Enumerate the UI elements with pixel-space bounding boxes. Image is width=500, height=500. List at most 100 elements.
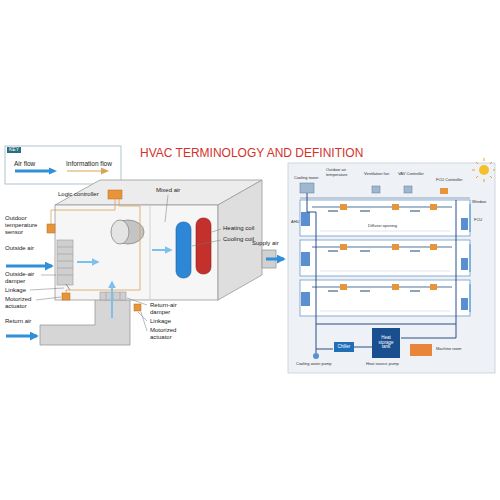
heating-coil [196, 218, 211, 274]
legend-sample [14, 167, 58, 175]
leader-line [192, 240, 221, 246]
diagram-label: Cooling water pump [296, 362, 332, 367]
air-handling-unit [6, 180, 284, 345]
key-box [5, 146, 121, 184]
storage-tank-box: Heat storage tank [372, 328, 400, 358]
diagram-title: HVAC TERMINOLOGY AND DEFINITION [140, 147, 363, 161]
leader-line [165, 195, 168, 222]
sun-disc [479, 165, 489, 175]
linkage [66, 284, 70, 290]
roof [300, 198, 470, 199]
sun-rays [472, 158, 495, 182]
part-label: Mixed air [156, 187, 180, 194]
pipe [316, 324, 456, 325]
part-label: Outdoor temperature sensor [5, 215, 45, 236]
part-label: Linkage [150, 318, 171, 325]
partition [150, 205, 151, 300]
legend-arrowhead [101, 168, 109, 175]
part-label: Cooling coil [223, 236, 254, 243]
leader-line [36, 297, 61, 300]
air-arrow [77, 261, 98, 263]
unit-front [55, 205, 218, 300]
floor [300, 280, 470, 316]
leader-line [30, 288, 64, 290]
part-label: Logic controller [58, 191, 99, 198]
part-label: Return-air damper [150, 302, 190, 316]
pipe-connector [354, 347, 372, 348]
controller [440, 188, 448, 194]
building-diagram [288, 158, 495, 373]
legend-text: Air flow [14, 160, 58, 167]
sun [472, 158, 495, 182]
node-text: Chiller [338, 345, 351, 350]
pipe [307, 193, 308, 212]
information-line [66, 199, 140, 293]
equipment-box: Chiller [334, 342, 354, 352]
logic-controller [108, 190, 122, 199]
legend-item: Air flow [14, 160, 58, 175]
temperature-sensor [47, 224, 55, 233]
actuator [62, 293, 70, 300]
legend-sample [66, 167, 110, 175]
diagram-label: Outdoor air temperature [326, 168, 360, 177]
ventilation-fan [404, 186, 412, 193]
return-duct [40, 298, 130, 345]
outside-air-damper [57, 240, 73, 285]
part-label: Heating coil [223, 225, 254, 232]
part-label: Motorized actuator [5, 296, 45, 310]
diagram-label: FCU Controller [436, 178, 463, 183]
leader-line [127, 298, 147, 305]
pipe [307, 212, 316, 213]
diagram-label: Heat source pump [366, 362, 399, 367]
fan-face [111, 220, 129, 244]
cooling-coil [176, 222, 191, 278]
legend-line [15, 170, 50, 173]
actuator [134, 304, 141, 311]
leader-line [212, 229, 221, 232]
floor [300, 200, 470, 236]
part-label: Motorized actuator [150, 327, 192, 341]
cooling-tower [300, 183, 314, 193]
diagram-label: Machine room [436, 347, 461, 352]
diagram-label: AHU [291, 220, 299, 225]
legend-line [67, 171, 102, 172]
part-label: Linkage [5, 287, 26, 294]
part-label: Outside-air damper [5, 271, 45, 285]
legend-arrowhead [49, 168, 57, 175]
machine-room-unit [410, 344, 432, 356]
diagram-label: Diffuser opening [368, 224, 397, 229]
pipe [316, 349, 333, 350]
leader-line [141, 312, 147, 331]
key-heading: KEY [7, 147, 21, 153]
diagram-label: Cooling tower [294, 176, 318, 181]
diagram-label: Ventilation fan [364, 172, 389, 177]
air-arrow [6, 265, 52, 268]
part-label: Return air [5, 318, 31, 325]
pipe [316, 212, 317, 353]
louvers [57, 247, 73, 275]
legend-item: Information flow [66, 160, 112, 175]
diagram-label: FCU [474, 218, 482, 223]
pump [313, 353, 319, 359]
part-label: Supply air [252, 240, 279, 247]
diagram-label: Window [472, 200, 486, 205]
panel [288, 163, 495, 373]
air-arrow [266, 258, 284, 261]
pipe [401, 338, 456, 339]
fan [112, 220, 144, 244]
air-arrow [6, 335, 37, 338]
floor [300, 240, 470, 276]
diagram-label: VAV Controller [398, 172, 424, 177]
node-text: Heat storage tank [375, 336, 397, 351]
leader-line [41, 275, 56, 276]
information-line [51, 199, 115, 224]
pipe [456, 200, 457, 338]
ventilation-fan [372, 186, 380, 193]
leader-lines [30, 195, 221, 331]
air-arrow [152, 249, 171, 251]
part-label: Outside air [5, 245, 45, 252]
